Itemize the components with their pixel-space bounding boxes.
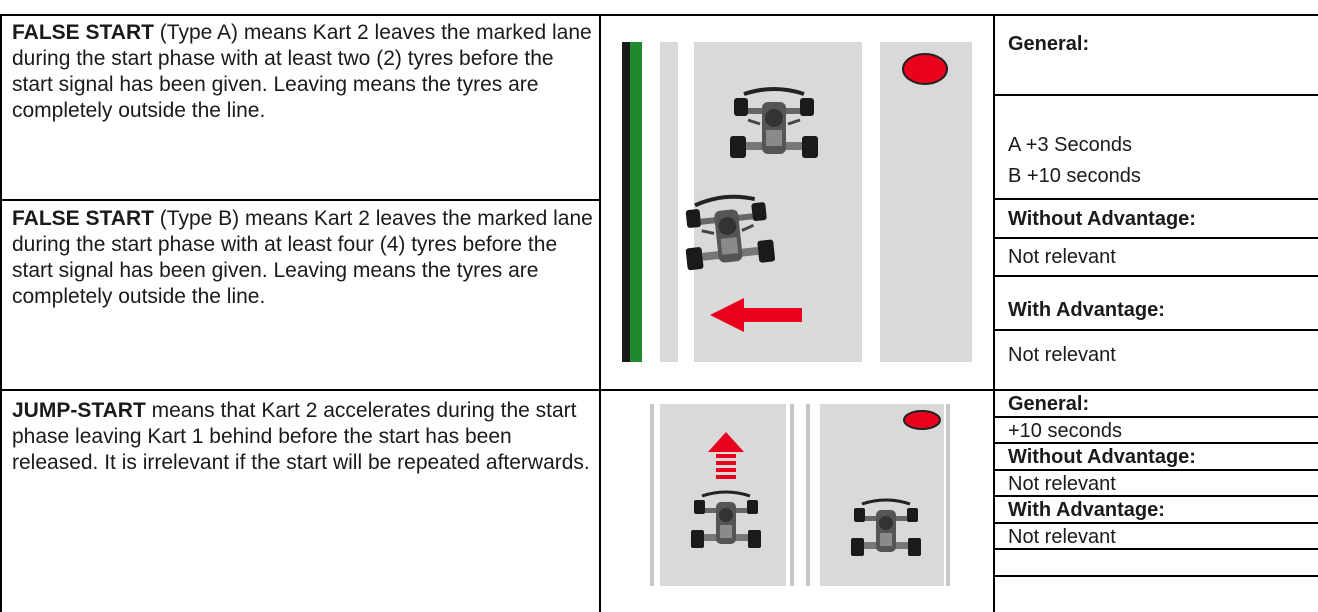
general-penalty-value: +10 seconds — [1008, 420, 1122, 442]
penalty-divider — [994, 329, 1318, 331]
red-light-icon — [902, 53, 948, 85]
rule-title: FALSE START — [12, 207, 154, 230]
rule-description-false-start-b: FALSE START (Type B) means Kart 2 leaves… — [12, 206, 594, 310]
penalty-divider — [994, 94, 1318, 96]
rule-title: FALSE START — [12, 21, 154, 44]
with-advantage-label: With Advantage: — [1008, 499, 1165, 521]
without-advantage-label: Without Advantage: — [1008, 446, 1196, 468]
penalty-divider — [994, 416, 1318, 418]
penalty-divider — [994, 442, 1318, 444]
general-label: General: — [1008, 393, 1090, 415]
up-arrow-icon — [708, 432, 744, 479]
without-advantage-value: Not relevant — [1008, 246, 1116, 268]
left-arrow-icon — [710, 298, 802, 332]
penalty-divider — [994, 548, 1318, 550]
rule-title: JUMP-START — [12, 399, 146, 422]
false-start-illustration — [622, 42, 972, 362]
row-divider-ab — [0, 199, 600, 201]
row-divider-main — [0, 389, 1318, 391]
without-advantage-value: Not relevant — [1008, 473, 1116, 495]
red-light-icon — [903, 410, 941, 430]
column-divider-1 — [599, 14, 601, 612]
penalty-divider — [994, 275, 1318, 277]
penalty-divider — [994, 522, 1318, 524]
with-advantage-label: With Advantage: — [1008, 299, 1165, 321]
penalty-divider — [994, 469, 1318, 471]
rule-description-jump-start: JUMP-START means that Kart 2 accelerates… — [12, 398, 594, 476]
table-border-top — [0, 14, 1318, 16]
jump-start-illustration — [650, 404, 950, 586]
column-divider-2 — [993, 14, 995, 612]
general-label: General: — [1008, 33, 1090, 55]
without-advantage-label: Without Advantage: — [1008, 208, 1196, 230]
general-penalty-a: A +3 Seconds — [1008, 134, 1132, 156]
table-border-left — [0, 14, 2, 612]
with-advantage-value: Not relevant — [1008, 526, 1116, 548]
rule-description-false-start-a: FALSE START (Type A) means Kart 2 leaves… — [12, 20, 594, 124]
general-penalty-b: B +10 seconds — [1008, 165, 1141, 187]
rule-text: (Type A) means Kart 2 leaves the marked … — [12, 21, 592, 122]
rule-text: means that Kart 2 accelerates during the… — [12, 399, 590, 474]
penalty-divider — [994, 495, 1318, 497]
penalty-divider — [994, 198, 1318, 200]
penalty-divider — [994, 237, 1318, 239]
penalty-divider — [994, 575, 1318, 577]
rule-text: (Type B) means Kart 2 leaves the marked … — [12, 207, 593, 308]
with-advantage-value: Not relevant — [1008, 344, 1116, 366]
